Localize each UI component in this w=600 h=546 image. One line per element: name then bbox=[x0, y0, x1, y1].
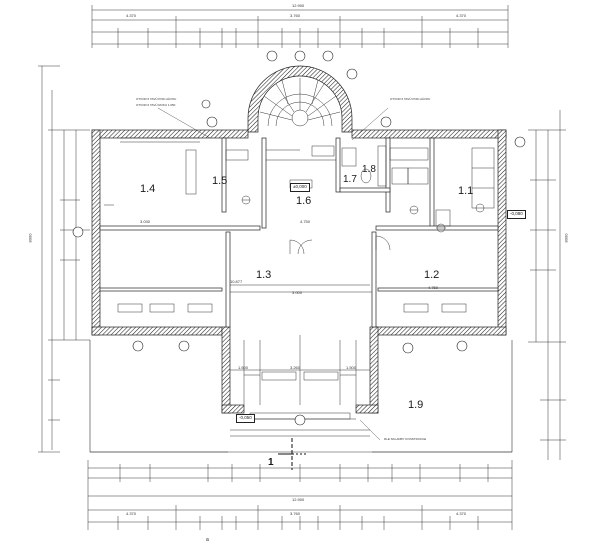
room-label-1-3: 1.3 bbox=[256, 269, 272, 281]
dim-right-total: 8000 bbox=[563, 233, 569, 243]
level-porch: -0,050 bbox=[236, 414, 255, 423]
note-left: OTVOR 6 TAVÚ POD HÁVOU bbox=[136, 97, 177, 101]
dim-top-a: 4.370 bbox=[126, 13, 137, 18]
dim-room12-width: 4.750 bbox=[428, 285, 439, 290]
room-label-1-1: 1.1 bbox=[458, 185, 474, 197]
left-dimension-chains bbox=[38, 65, 90, 453]
dim-bottom-total: 12.900 bbox=[292, 497, 305, 502]
dim-left-total: 8000 bbox=[27, 233, 33, 243]
dim-hall-width: 4.750 bbox=[300, 219, 311, 224]
dim-right-porch: 1.500 bbox=[346, 365, 357, 370]
dim-top-c: 4.370 bbox=[456, 13, 467, 18]
section-mark-left: 1 bbox=[268, 457, 274, 468]
dim-porch-width: 3.260 bbox=[290, 365, 301, 370]
room-label-1-8: 1.8 bbox=[362, 164, 376, 175]
room-label-1-2: 1.2 bbox=[424, 269, 440, 281]
level-entrance: ±0,000 bbox=[290, 183, 310, 192]
dim-left-porch: 1.500 bbox=[238, 365, 249, 370]
dim-room13-width: 10.877 bbox=[230, 279, 243, 284]
interior-walls bbox=[99, 137, 499, 328]
bottom-letter: a bbox=[206, 537, 209, 543]
note-leaders bbox=[157, 107, 389, 441]
room-label-1-4: 1.4 bbox=[140, 183, 156, 195]
note-right: OTVOR 6 TAVÚ POD HÁVOU bbox=[390, 97, 431, 101]
room-label-1-9: 1.9 bbox=[408, 399, 424, 411]
dim-top-total: 12.900 bbox=[292, 3, 305, 8]
room-label-1-7: 1.7 bbox=[343, 174, 357, 185]
top-dimension-chains bbox=[91, 5, 509, 48]
note-terrace: DLE SKLADBY KONSTRUKCE bbox=[384, 437, 427, 441]
note-stair: OTVOR 6 TAVÚ ROKU 1.050 bbox=[136, 103, 176, 107]
dim-bottom-a: 4.370 bbox=[126, 511, 137, 516]
level-right: -0,080 bbox=[507, 210, 526, 219]
fixtures bbox=[104, 137, 495, 437]
bottom-dimension-chains bbox=[87, 460, 513, 530]
dim-top-b: 3.760 bbox=[290, 13, 301, 18]
terrace-outline bbox=[89, 340, 513, 453]
stair-tower bbox=[247, 65, 353, 133]
dim-room14-width: 3.030 bbox=[140, 219, 151, 224]
right-dimension-chains bbox=[528, 110, 566, 460]
room-label-1-6: 1.6 bbox=[296, 195, 312, 207]
dim-mid-width: 3.000 bbox=[292, 290, 303, 295]
grid-marks bbox=[72, 50, 526, 426]
exterior-walls bbox=[91, 129, 507, 414]
section-line bbox=[278, 438, 306, 470]
dim-bottom-c: 4.370 bbox=[456, 511, 467, 516]
room-label-1-5: 1.5 bbox=[212, 175, 228, 187]
dim-bottom-b: 3.760 bbox=[290, 511, 301, 516]
